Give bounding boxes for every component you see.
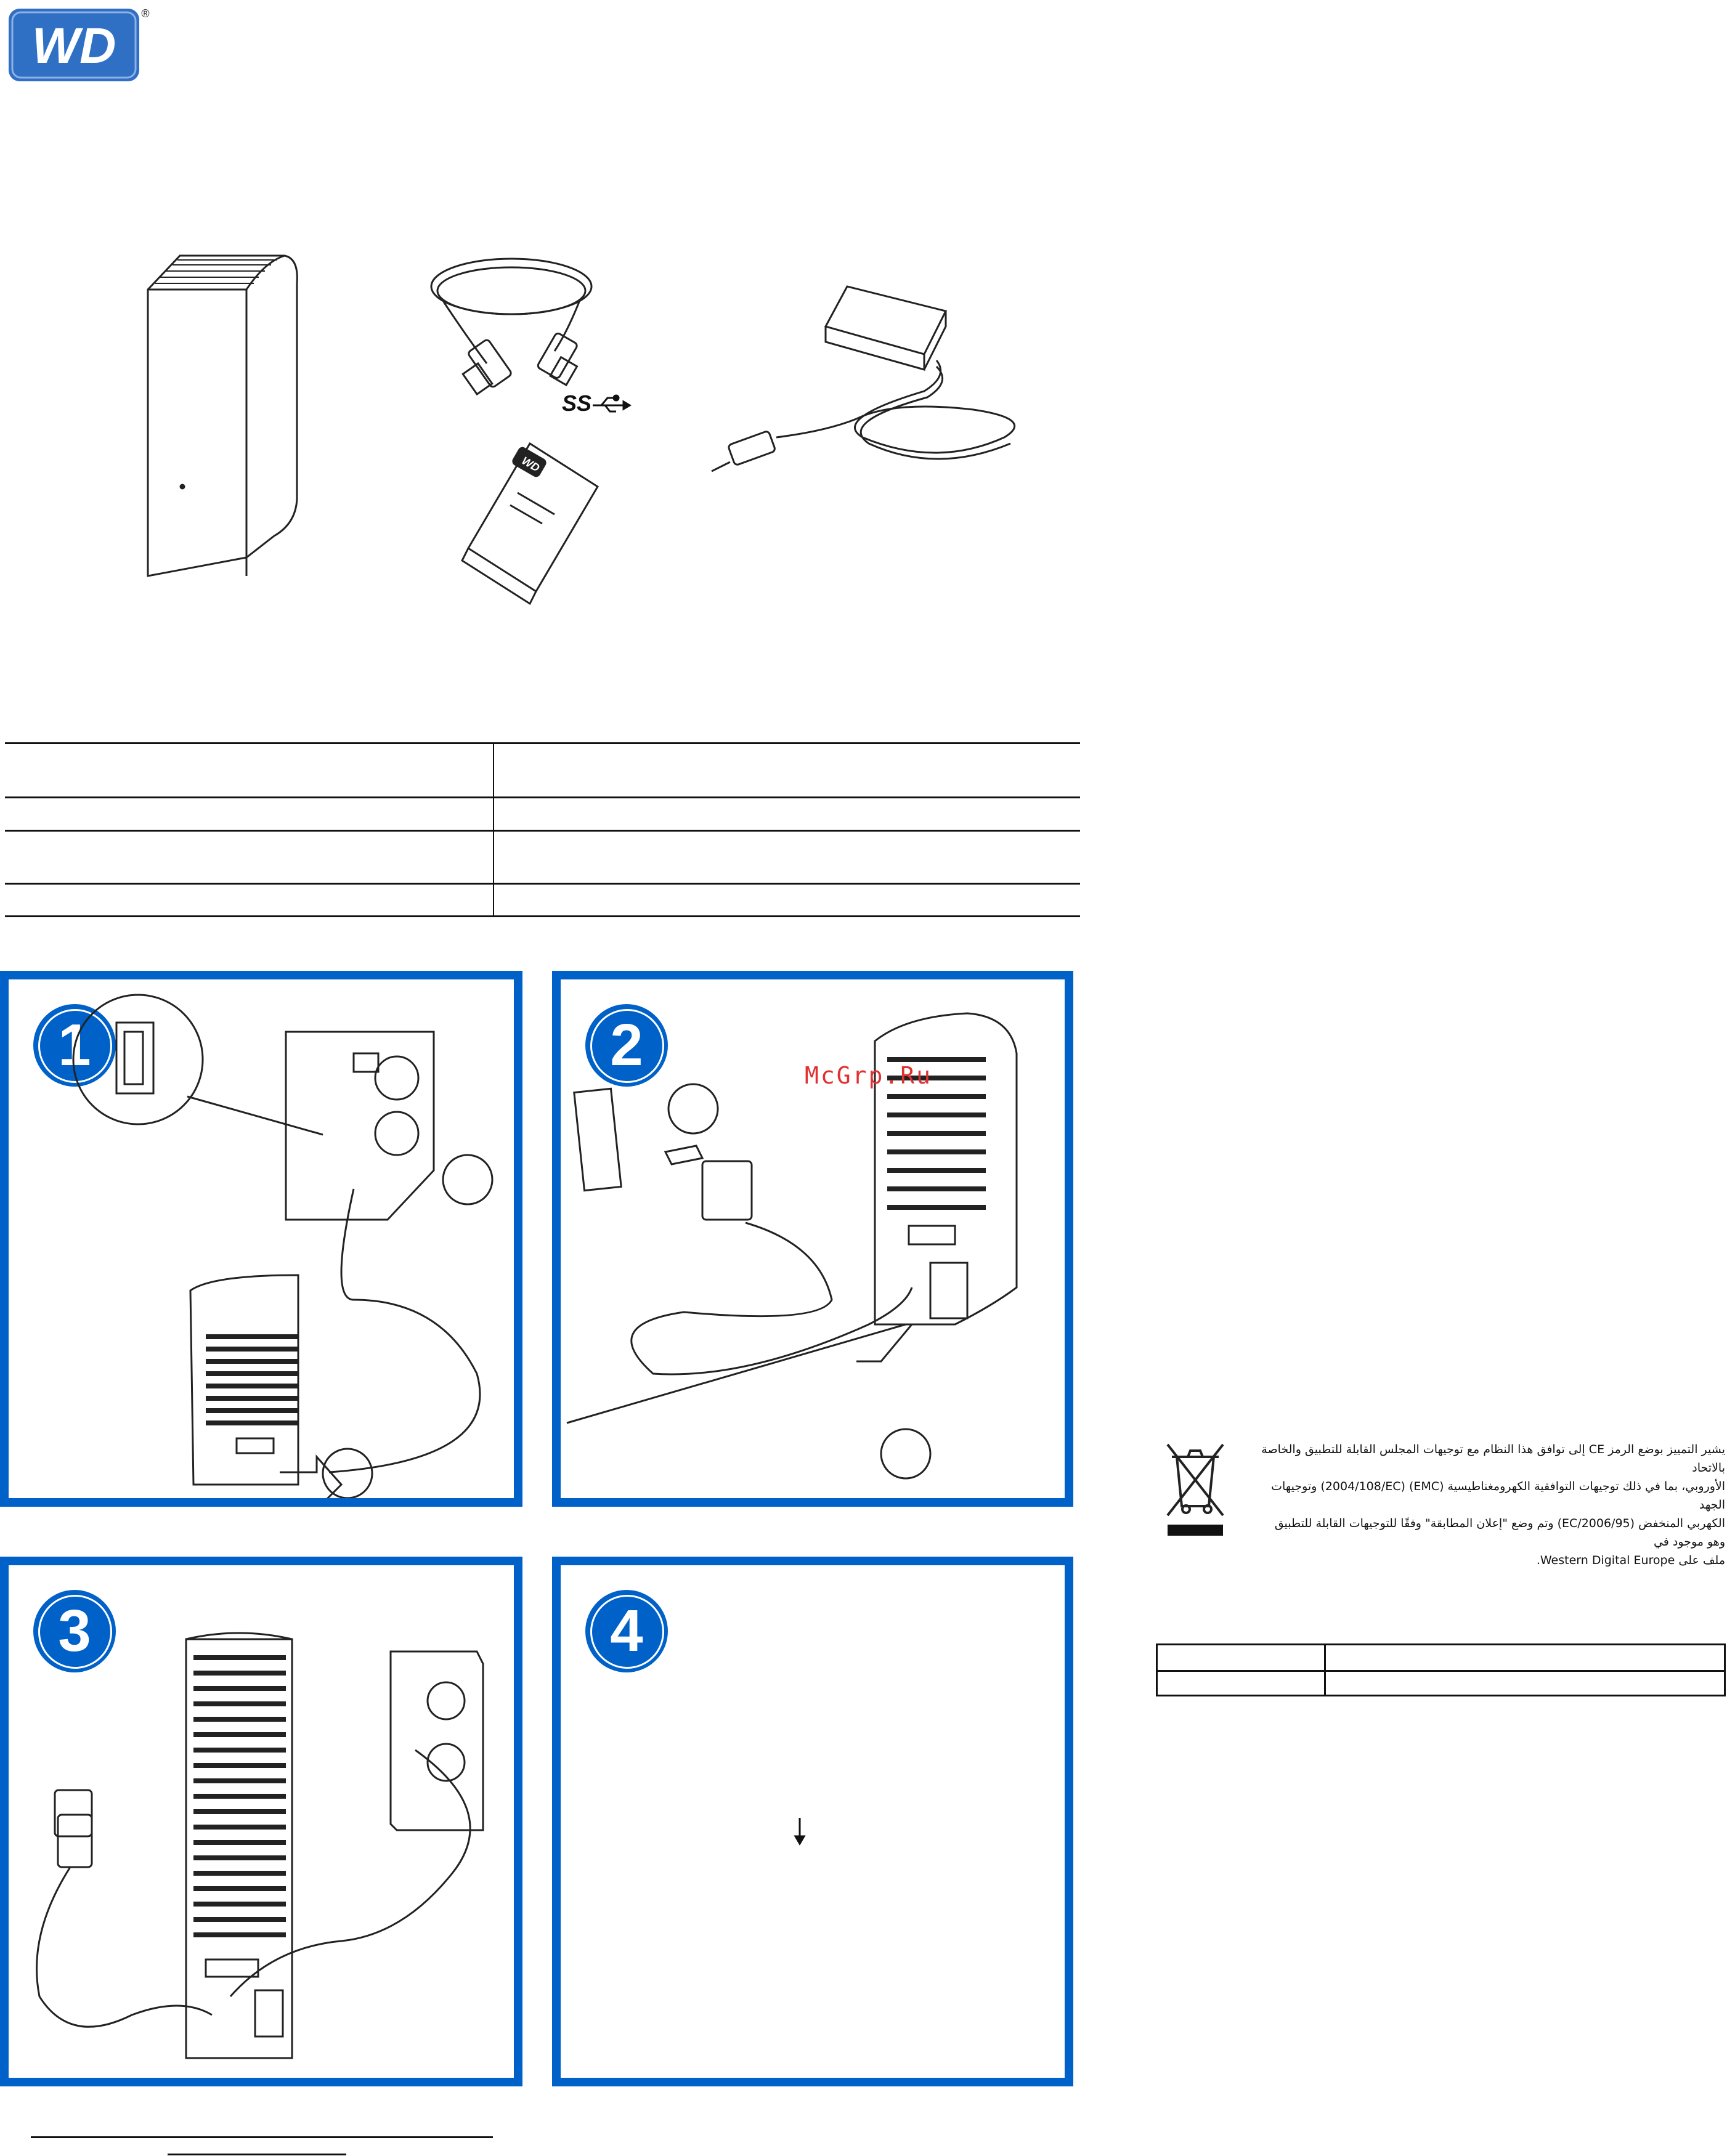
down-arrow-icon — [794, 1818, 806, 1846]
step-3-panel: 3 — [0, 1557, 522, 2086]
step-2-illustration — [566, 1012, 1018, 1480]
step-4-badge: 4 — [585, 1590, 668, 1672]
logo-text: WD — [32, 18, 116, 74]
usb-cable-illustration — [430, 257, 593, 396]
drive-illustration — [147, 254, 298, 577]
wd-logo: WD ® — [6, 6, 150, 85]
kit-contents-illustration: SS WD — [147, 254, 1016, 606]
usb-trident-icon — [593, 394, 632, 413]
regulatory-table — [1156, 1643, 1726, 1696]
step-2-panel: 2 — [552, 971, 1073, 1507]
step-4-illustration — [794, 1818, 806, 1846]
step-2-badge: 2 — [585, 1004, 668, 1087]
specification-table — [5, 742, 1080, 918]
weee-bin-icon — [1166, 1443, 1224, 1536]
step-1-illustration — [72, 994, 494, 1498]
regulatory-compliance-text: يشير التمييز بوضع الرمز CE إلى توافق هذا… — [1261, 1443, 1725, 1567]
footer-rule-short — [168, 2154, 346, 2155]
step-3-badge: 3 — [33, 1590, 116, 1672]
registered-mark: ® — [141, 7, 149, 20]
usb-superspeed-logo: SS — [562, 391, 591, 416]
watermark: McGrp.Ru — [805, 1062, 933, 1089]
quick-install-guide-illustration — [461, 442, 599, 606]
step-1-panel: 1 — [0, 971, 522, 1507]
power-adapter-illustration — [711, 285, 1016, 472]
step-4-panel: 4 — [552, 1557, 1073, 2086]
step-3-illustration — [36, 1632, 484, 2059]
footer-rule — [31, 2136, 493, 2138]
